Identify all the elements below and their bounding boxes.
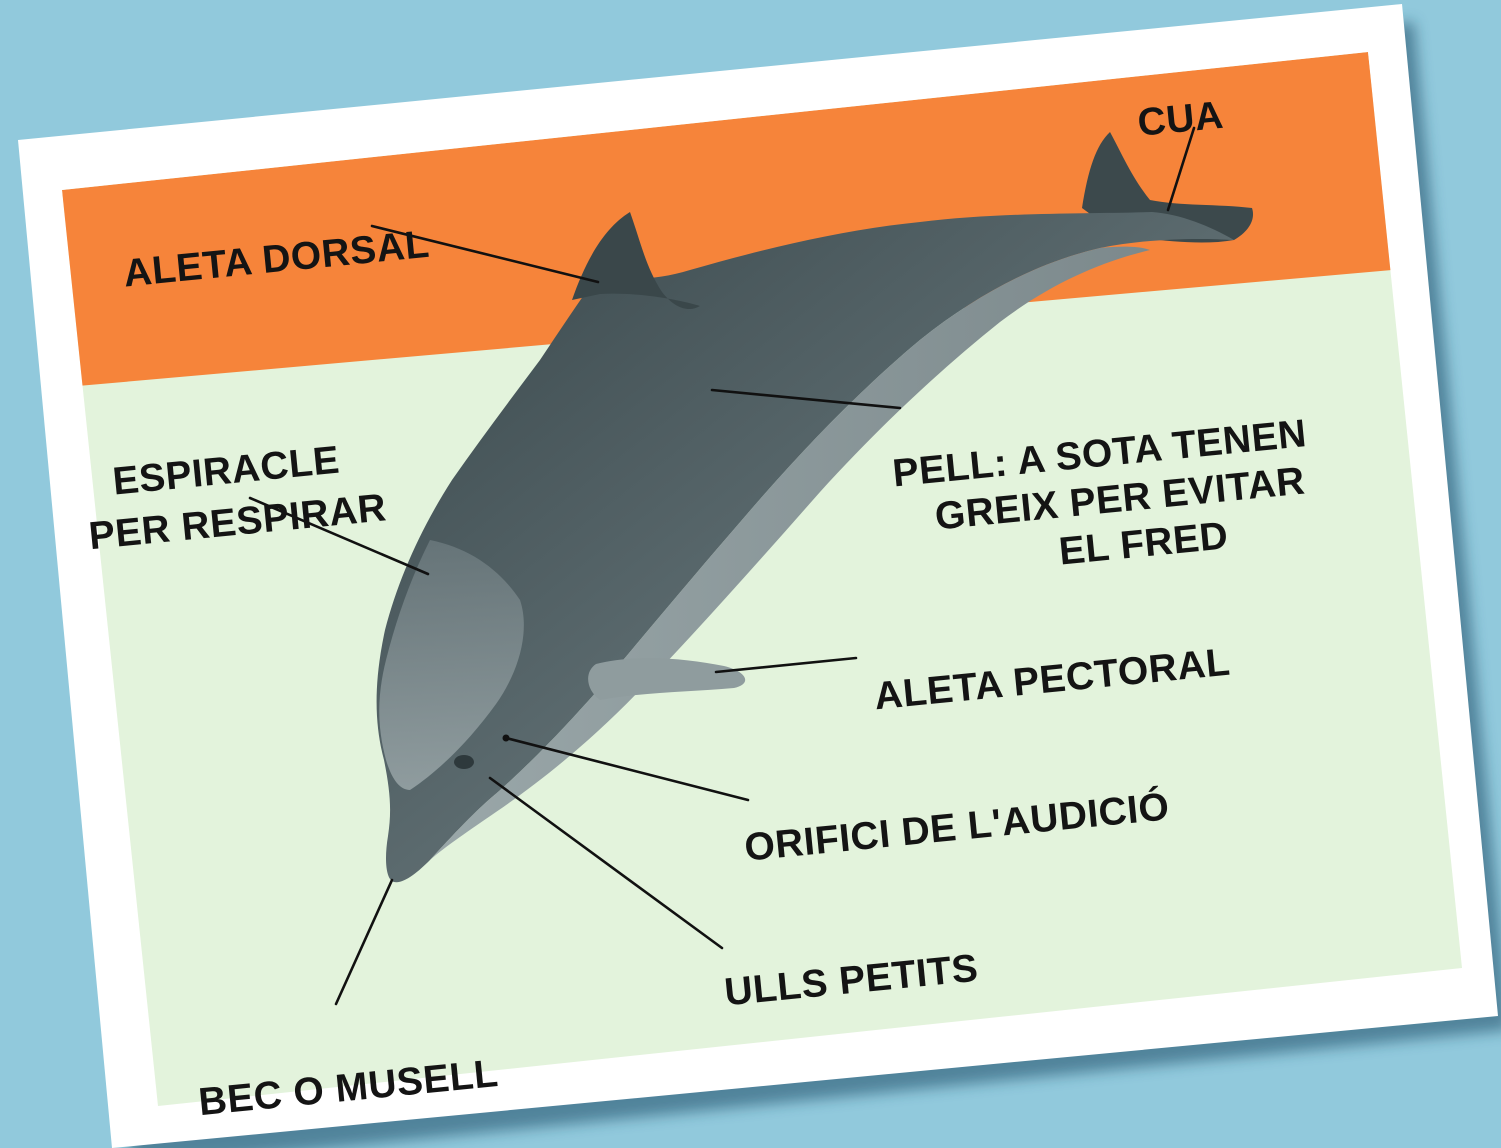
eye: [454, 755, 474, 769]
label-tail: CUA: [1136, 94, 1226, 145]
